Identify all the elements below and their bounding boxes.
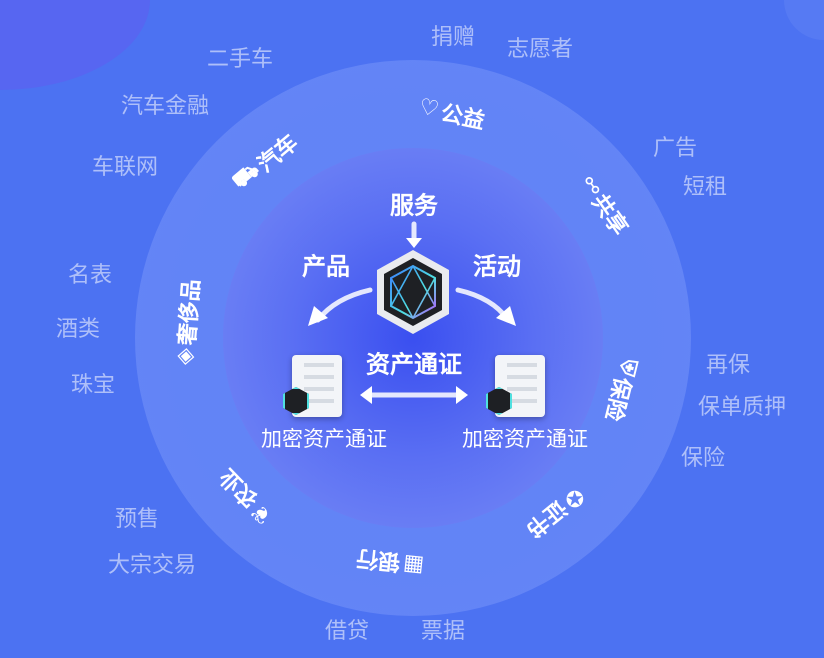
outer-label: 广告 (652, 136, 698, 161)
outer-label: 借贷 (324, 619, 370, 644)
outer-label: 再保 (705, 353, 751, 378)
outer-label: 汽车金融 (120, 94, 210, 119)
asset-token-logo-icon (377, 250, 449, 334)
product-label: 产品 (302, 252, 350, 281)
left-token-label: 加密资产通证 (261, 427, 387, 451)
outer-label: 大宗交易 (107, 553, 197, 578)
outer-label: 短租 (682, 175, 728, 200)
outer-label: 捐赠 (430, 25, 476, 50)
asset-token-title: 资产通证 (366, 350, 462, 379)
outer-label: 票据 (420, 619, 466, 644)
outer-label: 酒类 (55, 317, 101, 342)
left-curve-arrow (315, 287, 373, 323)
outer-label: 车联网 (91, 155, 159, 180)
outer-label: 二手车 (206, 47, 274, 72)
activity-label: 活动 (473, 252, 521, 281)
outer-label: 保单质押 (697, 395, 787, 420)
right-token-label: 加密资产通证 (462, 427, 588, 451)
outer-label: 保险 (680, 446, 726, 471)
inner-ring (223, 148, 603, 528)
outer-label: 珠宝 (70, 373, 116, 398)
outer-label: 名表 (67, 263, 113, 288)
outer-label: 预售 (114, 507, 160, 532)
outer-label: 志愿者 (506, 37, 574, 62)
service-label: 服务 (390, 191, 438, 220)
